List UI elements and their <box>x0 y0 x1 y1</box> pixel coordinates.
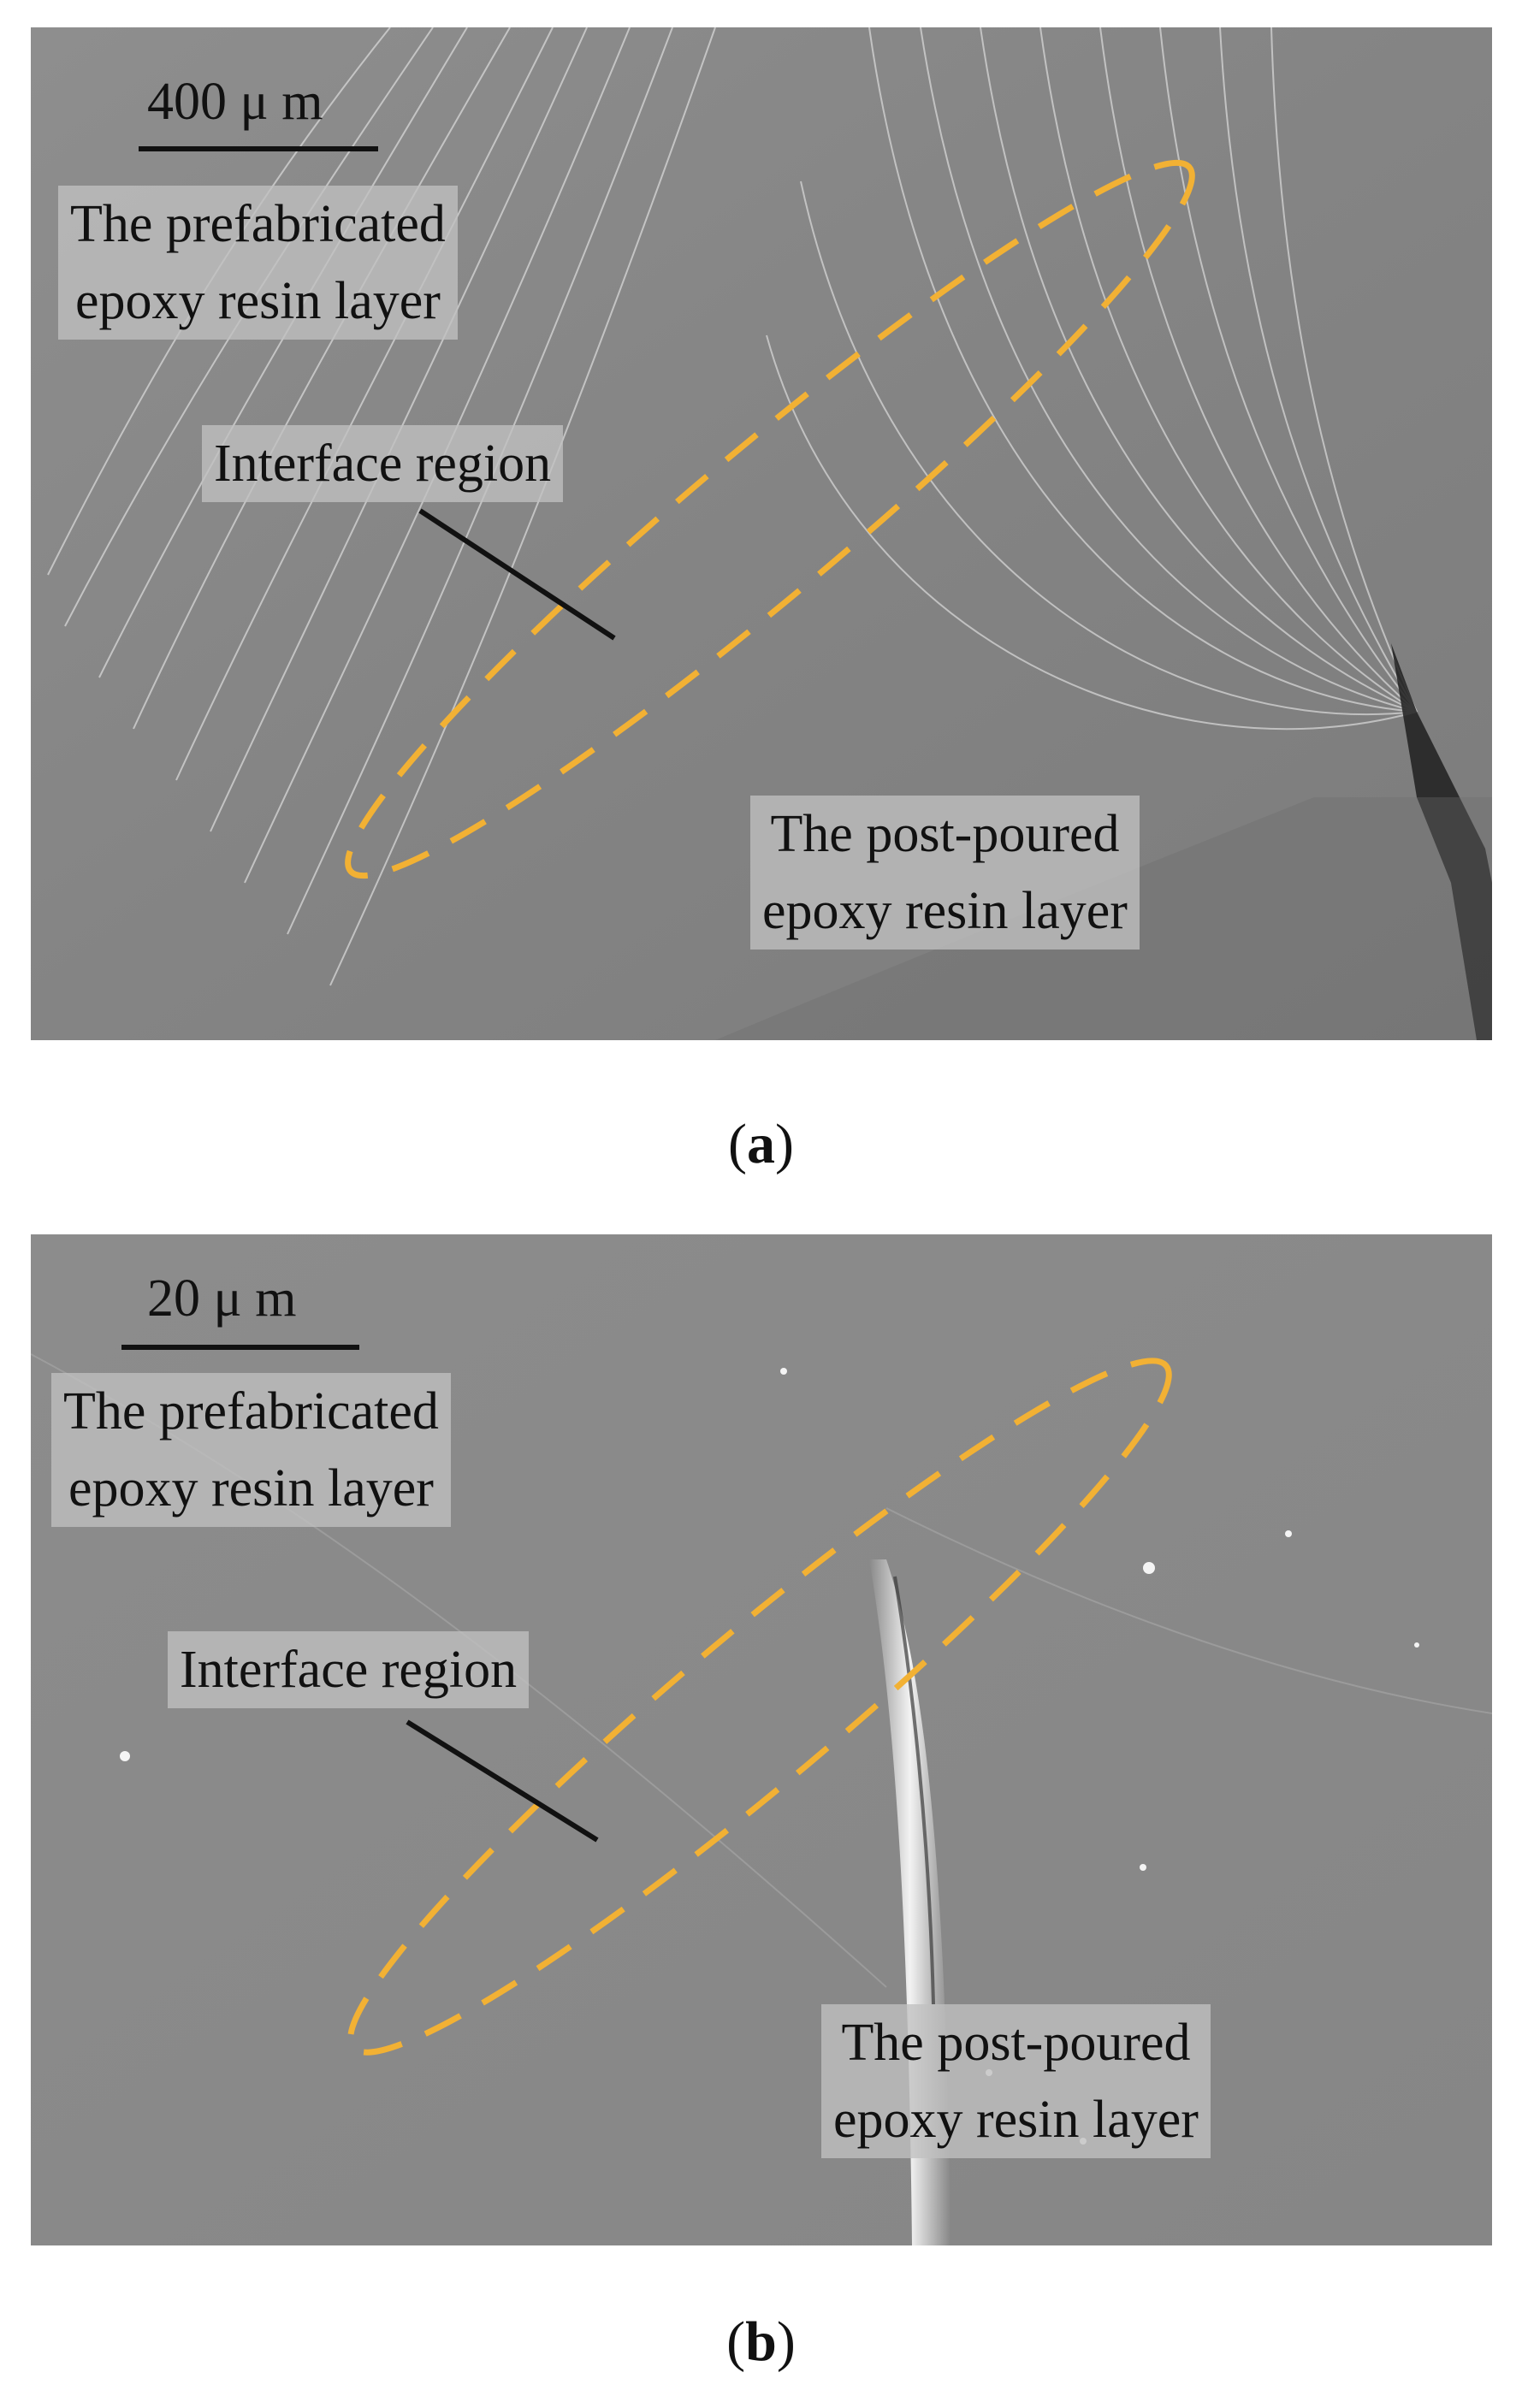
prefabricated-layer-label-a: The prefabricated epoxy resin layer <box>58 186 458 340</box>
caption-letter-a: a <box>747 1113 775 1175</box>
interface-region-label-a: Interface region <box>202 425 564 502</box>
interface-region-label-b: Interface region <box>168 1631 530 1708</box>
post-line2-a: epoxy resin layer <box>762 882 1128 940</box>
post-poured-layer-label-b: The post-poured epoxy resin layer <box>821 2004 1211 2158</box>
post-line1-b: The post-poured <box>841 2014 1191 2072</box>
prefab-line1-b: The prefabricated <box>63 1382 439 1441</box>
post-poured-layer-label-a: The post-poured epoxy resin layer <box>750 796 1140 950</box>
prefab-line2-a: epoxy resin layer <box>74 272 441 330</box>
scale-bar-line-a <box>139 146 378 151</box>
post-line2-b: epoxy resin layer <box>833 2091 1199 2149</box>
interface-pointer-line-b <box>406 1719 599 1843</box>
caption-b: (b) <box>726 2310 796 2373</box>
scale-bar-label-b: 20 μ m <box>147 1269 297 1328</box>
interface-pointer-line-a <box>418 508 616 641</box>
scale-bar-line-b <box>121 1345 359 1350</box>
sem-panel-b: 20 μ m The prefabricated epoxy resin lay… <box>31 1234 1492 2245</box>
interface-highlight-ellipse-a <box>345 159 1195 879</box>
interface-highlight-ellipse-b <box>347 1358 1172 2056</box>
scale-bar-label-a: 400 μ m <box>147 73 323 131</box>
prefab-line1-a: The prefabricated <box>70 195 446 253</box>
prefabricated-layer-label-b: The prefabricated epoxy resin layer <box>51 1373 451 1527</box>
caption-a: (a) <box>728 1113 794 1175</box>
prefab-line2-b: epoxy resin layer <box>68 1459 434 1518</box>
post-line1-a: The post-poured <box>770 805 1120 863</box>
sem-panel-a: 400 μ m The prefabricated epoxy resin la… <box>31 27 1492 1040</box>
caption-letter-b: b <box>745 2310 777 2373</box>
